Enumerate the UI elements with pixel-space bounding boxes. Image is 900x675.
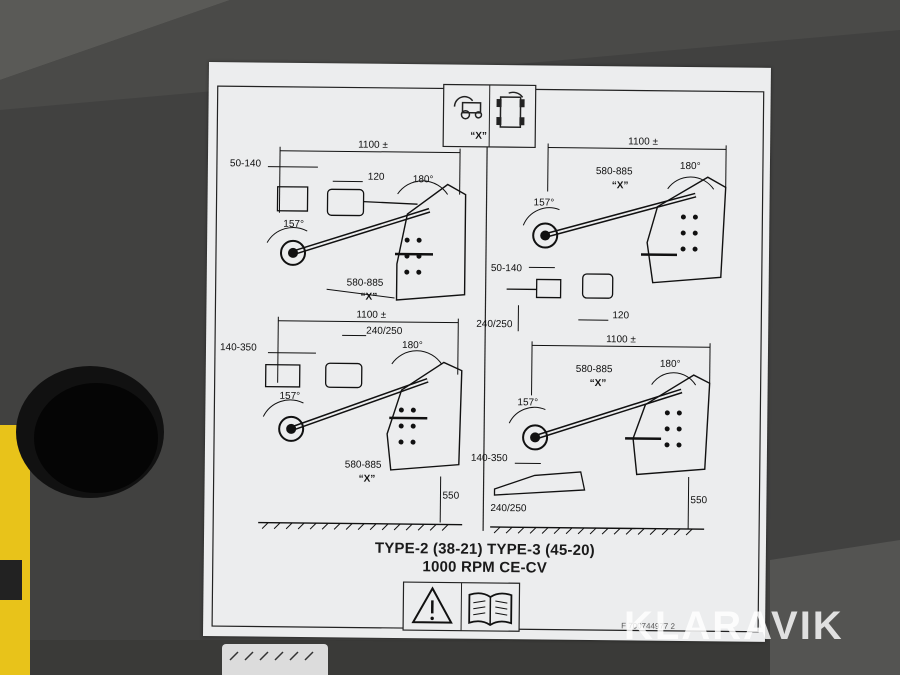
warning-triangle-icon xyxy=(411,586,453,624)
top-right-offset: 50-140 xyxy=(491,263,523,274)
bottom-left-angle-joint: 157° xyxy=(279,391,300,402)
bottom-left-drawbar: 240/250 xyxy=(366,326,403,337)
bottom-right-drawbar: 240/250 xyxy=(490,503,527,514)
warning-sticker-edge xyxy=(0,425,30,675)
watermark-logo: KLARAVIK xyxy=(624,604,844,648)
symbol-caption: “X” xyxy=(470,131,487,142)
top-right-angle-top: 180° xyxy=(680,161,701,172)
top-right-angle-joint: 157° xyxy=(533,197,554,208)
top-left-length: 120 xyxy=(368,172,385,183)
bottom-right-angle-joint: 157° xyxy=(517,397,538,408)
manual-book-icon xyxy=(468,592,513,627)
bottom-left-height: 550 xyxy=(442,490,459,501)
top-left-shaft-mark: “X” xyxy=(360,292,377,303)
bottom-right-height: 550 xyxy=(690,495,707,506)
diagram-top-left: 1100 ± 50-140 120 180° 157° 580-885 xyxy=(230,140,467,303)
top-right-shaft-mark: “X” xyxy=(612,180,629,191)
bottom-right-offset: 140-350 xyxy=(471,453,508,464)
top-right-drawbar: 240/250 xyxy=(476,319,513,330)
diagram-bottom-left: 1100 ± 140-350 240/250 180° 157° 580-885… xyxy=(220,310,463,531)
tractor-rotation-icon xyxy=(442,83,537,149)
top-left-angle-top: 180° xyxy=(413,174,434,185)
top-right-overall: 1100 ± xyxy=(628,136,658,147)
bottom-left-shaft-mark: “X” xyxy=(359,474,376,485)
pto-shaft-label: “X” 1100 ± 50-140 120 180° 157° xyxy=(202,62,771,642)
diagram-bottom-right: 1100 ± 580-885 “X” 180° 157° 140-350 240… xyxy=(471,334,711,536)
top-left-angle-joint: 157° xyxy=(283,219,304,230)
bottom-right-shaft: 580-885 xyxy=(576,364,613,375)
bottom-right-angle-top: 180° xyxy=(660,359,681,370)
top-left-shaft: 580-885 xyxy=(347,277,384,288)
bottom-left-overall: 1100 ± xyxy=(356,310,386,321)
top-right-length: 120 xyxy=(612,310,629,321)
top-left-overall: 1100 ± xyxy=(358,140,388,151)
bottom-left-angle-top: 180° xyxy=(402,340,423,351)
top-right-shaft: 580-885 xyxy=(596,166,633,177)
diagram-top-right: 1100 ± 580-885 “X” 180° 157° 50-140 240/… xyxy=(476,136,727,332)
bottom-left-offset: 140-350 xyxy=(220,342,257,353)
bottom-right-overall: 1100 ± xyxy=(606,334,636,345)
warning-icon-box xyxy=(402,581,521,632)
top-left-offset: 50-140 xyxy=(230,158,262,169)
bottom-right-shaft-mark: “X” xyxy=(590,378,607,389)
bottom-left-shaft: 580-885 xyxy=(345,459,382,470)
